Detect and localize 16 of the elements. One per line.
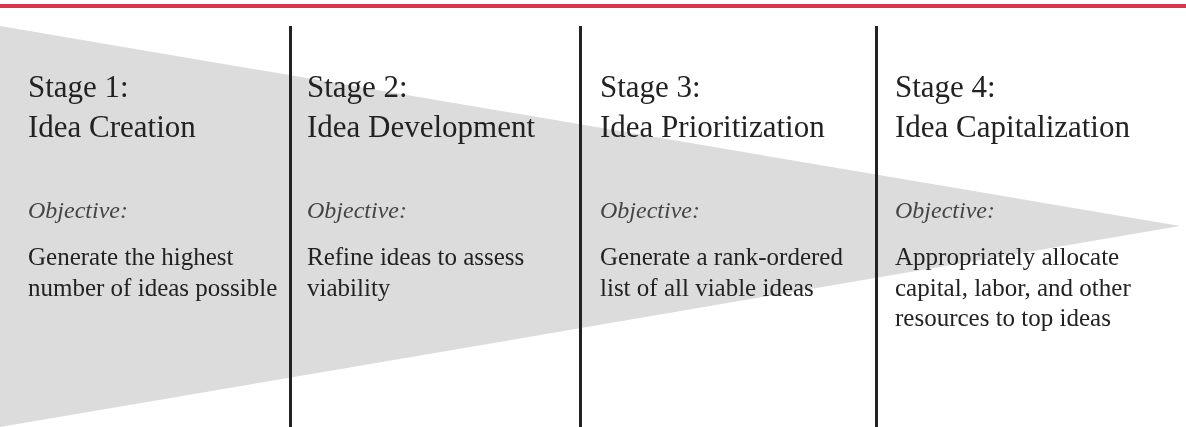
stage-heading: Stage 4: [895, 68, 996, 106]
objective-text: Appropriately allocate capital, labor, and other resources to top ideas [895, 242, 1132, 333]
stage-title: Idea Development [307, 108, 536, 146]
stage-heading: Stage 1: [28, 68, 129, 106]
objective-label: Objective: [895, 196, 995, 225]
objective-text: Refine ideas to assess viability [307, 242, 526, 303]
objective-text: Generate a rank-ordered list of all viable ideas [600, 242, 844, 303]
objective-label: Objective: [28, 196, 128, 225]
stage-heading: Stage 3: [600, 68, 701, 106]
objective-label: Objective: [600, 196, 700, 225]
stage-title: Idea Capitalization [895, 108, 1130, 146]
stage-heading: Stage 2: [307, 68, 408, 106]
objective-label: Objective: [307, 196, 407, 225]
stage-title: Idea Prioritization [600, 108, 825, 146]
objective-text: Generate the highest number of ideas possible [28, 242, 279, 303]
stage-title: Idea Creation [28, 108, 196, 146]
